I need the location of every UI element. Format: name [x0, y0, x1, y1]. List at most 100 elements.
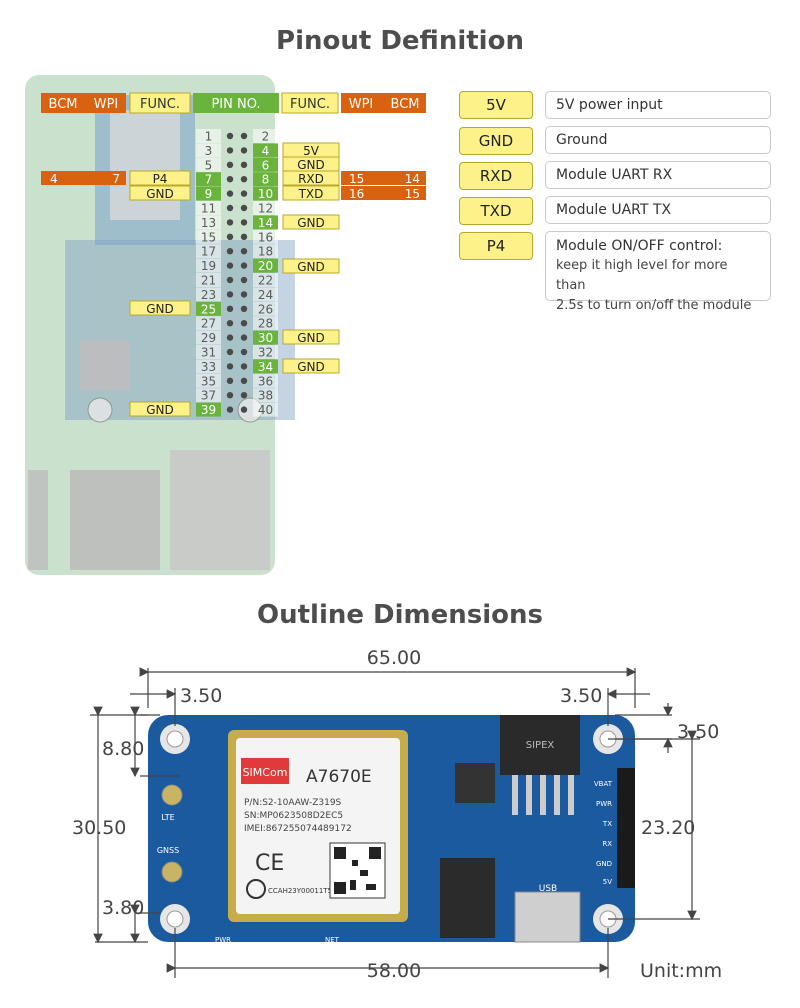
pin-16-box: [253, 229, 278, 244]
legend-txd-badge: TXD: [459, 197, 533, 225]
pin-19-box: [196, 258, 221, 273]
pin-35-dot: [226, 377, 234, 384]
pin-12-box: [253, 201, 278, 215]
pin-8-number: 8: [262, 173, 270, 187]
ethernet-port: [170, 450, 270, 570]
header-wpi-bcm-right: [341, 93, 426, 113]
usb-label: USB: [539, 884, 557, 894]
pin-5-dot: [226, 161, 234, 168]
func-pin10: TXD: [298, 187, 324, 201]
pin-8-dot: [240, 176, 248, 183]
pin-9-number: 9: [205, 187, 213, 201]
pin-10-number: 10: [258, 187, 273, 201]
dim-unit: Unit:mm: [640, 960, 722, 982]
dim-left-top: 8.80: [102, 738, 144, 760]
dimension-lines: [90, 667, 700, 978]
side-header: [617, 768, 635, 888]
header-func-right: [281, 92, 339, 114]
pin-7-number: 7: [205, 173, 213, 187]
svg-text:RX: RX: [602, 840, 612, 848]
pin-1-box: [196, 129, 221, 143]
pin-3-box: [196, 143, 221, 158]
pin-22-dot: [240, 276, 248, 284]
pinout-title: Pinout Definition: [276, 26, 524, 56]
pin-28-box: [253, 316, 278, 331]
header-wpi-left: WPI: [94, 97, 119, 112]
svg-text:VBAT: VBAT: [594, 780, 613, 788]
pin-21-box: [196, 273, 221, 287]
svg-text:PIN NO.: PIN NO.: [211, 97, 260, 112]
legend-5v-badge: 5V: [459, 91, 533, 119]
func-pin20: GND: [297, 260, 325, 274]
side-header-labels: VBAT PWR TX RX GND 5V: [594, 780, 613, 886]
pin-22-box: [253, 273, 278, 287]
pin-35-box: [196, 373, 221, 388]
gnss-antenna-connector: [161, 861, 183, 883]
legend-gnd-badge: GND: [459, 127, 533, 155]
pin-1-number: 1: [205, 130, 213, 144]
pin-25-number: 25: [201, 302, 216, 316]
svg-text:FUNC.: FUNC.: [140, 97, 180, 112]
pin-16-dot: [240, 233, 248, 240]
svg-text:TX: TX: [602, 820, 612, 828]
header-func-left: [129, 92, 191, 114]
pin-31-dot: [226, 348, 234, 356]
pin-19-number: 19: [201, 259, 216, 273]
pin-25-box: [196, 301, 221, 316]
pin-17-box: [196, 244, 221, 259]
pin-28-dot: [240, 320, 248, 327]
pin-14-number: 14: [258, 216, 273, 230]
pin-26-number: 26: [258, 302, 273, 316]
legend-p4-line2: keep it high level for more than: [556, 258, 728, 293]
legend-rxd-badge: RXD: [459, 162, 533, 190]
pin-32-box: [253, 345, 278, 359]
dim-left-bottom: 3.80: [102, 897, 144, 919]
pin-25-dot: [226, 305, 234, 312]
pin-37-box: [196, 388, 221, 403]
pin-21-dot: [226, 276, 234, 284]
legend-5v-desc: 5V power input: [545, 91, 771, 119]
header-pin-no: [193, 93, 279, 113]
pin-39-dot: [226, 406, 234, 413]
pin-19-dot: [226, 262, 234, 269]
pin-30-box: [253, 330, 278, 345]
func-pin14: GND: [297, 216, 325, 230]
pin7-bcm: 4: [50, 172, 58, 186]
pin-2-dot: [240, 132, 248, 140]
pin-40-number: 40: [258, 403, 273, 417]
pin-5-number: 5: [205, 158, 213, 172]
pin-34-number: 34: [258, 360, 273, 374]
pin-2-box: [253, 129, 278, 143]
pin-27-dot: [226, 320, 234, 327]
pin-33-dot: [226, 363, 234, 370]
pin-9-box: [196, 186, 221, 201]
pin-34-dot: [240, 363, 248, 370]
pin-2-number: 2: [262, 130, 270, 144]
pin-22-number: 22: [258, 274, 273, 288]
pin10-bcm: 15: [405, 187, 420, 201]
header-bcm-left: BCM: [49, 97, 78, 112]
dim-height: 30.50: [72, 817, 126, 839]
pin-10-box: [253, 186, 278, 201]
pin-27-box: [196, 316, 221, 331]
pin-37-dot: [226, 392, 234, 399]
svg-text:FUNC.: FUNC.: [290, 97, 330, 112]
pin-36-box: [253, 373, 278, 388]
pin-5-box: [196, 157, 221, 172]
func-pin7: P4: [153, 172, 168, 186]
pin-23-dot: [226, 291, 234, 298]
pin-40-box: [253, 402, 278, 417]
pin-17-number: 17: [201, 245, 216, 259]
ce-mark: CE: [255, 851, 284, 876]
pin-35-number: 35: [201, 374, 216, 388]
pin-18-number: 18: [258, 245, 273, 259]
module-pn: P/N:S2-10AAW-Z319S: [244, 798, 342, 808]
pin-12-dot: [240, 204, 248, 212]
pin-7-box: [196, 172, 221, 187]
pin-3-dot: [226, 147, 234, 154]
pin-40-dot: [240, 406, 248, 413]
inductor: [455, 763, 495, 803]
pin-20-dot: [240, 262, 248, 269]
pin-27-number: 27: [201, 317, 216, 331]
